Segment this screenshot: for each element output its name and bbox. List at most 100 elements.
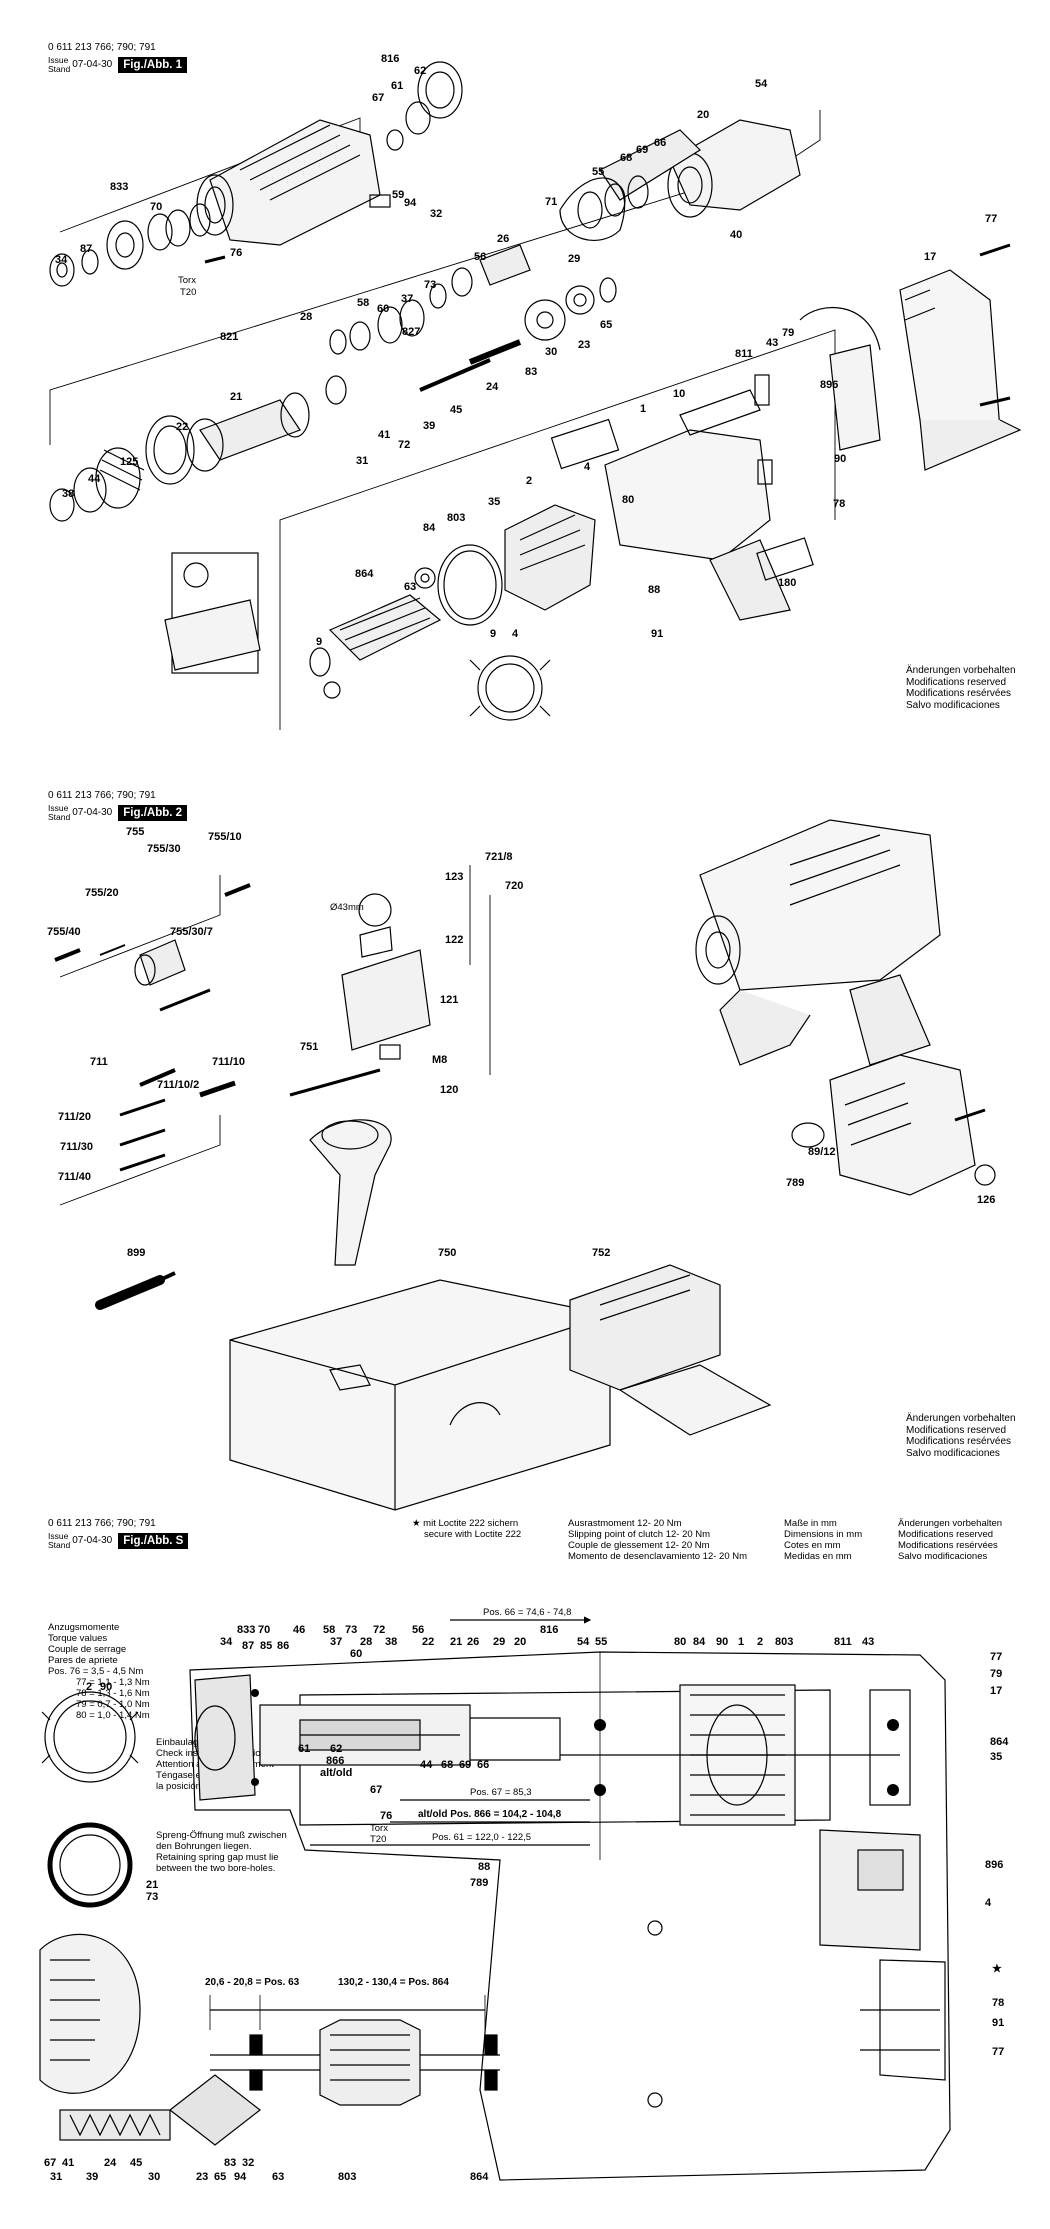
part-label: 10 bbox=[673, 388, 685, 400]
part-label: 28 bbox=[300, 311, 312, 323]
callout: 34 bbox=[220, 1636, 233, 1648]
callout: 76 bbox=[380, 1810, 392, 1822]
part-label: 755/10 bbox=[208, 831, 242, 843]
part-label: 67 bbox=[372, 92, 384, 104]
part-label: Ø43mm bbox=[330, 902, 364, 913]
spring-note: Spreng-Öffnung muß zwischen den Bohrunge… bbox=[156, 1830, 287, 1874]
callout: 80 bbox=[674, 1636, 686, 1648]
issue-date: 07-04-30 bbox=[72, 59, 113, 70]
part-label: 126 bbox=[977, 1194, 995, 1206]
part-label: 61 bbox=[391, 80, 403, 92]
callout: 816 bbox=[540, 1624, 558, 1636]
callout: 60 bbox=[350, 1648, 362, 1660]
part-label: 38 bbox=[62, 488, 74, 500]
part-label: 87 bbox=[80, 243, 92, 255]
callout: 84 bbox=[693, 1636, 706, 1648]
clutch-note: Ausrastmoment 12- 20 Nm Slipping point o… bbox=[568, 1518, 748, 1562]
part-label: 39 bbox=[423, 420, 435, 432]
part-label: 755/30/7 bbox=[170, 926, 213, 938]
part-label: 77 bbox=[985, 213, 997, 225]
part-label: 1 bbox=[640, 403, 646, 415]
callout: 803 bbox=[338, 2171, 356, 2183]
dimension-pos866: alt/old Pos. 866 = 104,2 - 104,8 bbox=[418, 1809, 562, 1820]
dimension-pos66: Pos. 66 = 74,6 - 74,8 bbox=[483, 1607, 571, 1618]
issue-date: 07-04-30 bbox=[72, 1535, 113, 1546]
part-label: 750 bbox=[438, 1247, 456, 1259]
part-label: 59 bbox=[392, 189, 404, 201]
dimensions-note: Maße in mm Dimensions in mm Cotes en mm … bbox=[784, 1518, 863, 1562]
part-label: 711/20 bbox=[58, 1111, 91, 1123]
callout: 77 bbox=[992, 2046, 1004, 2058]
callout: 68 bbox=[441, 1759, 453, 1771]
callout: T20 bbox=[370, 1834, 386, 1845]
part-label: 23 bbox=[578, 339, 590, 351]
callout: 45 bbox=[130, 2157, 142, 2169]
callout: 90 bbox=[100, 1681, 112, 1693]
part-label: Torx bbox=[178, 275, 196, 286]
part-label: 84 bbox=[423, 522, 436, 534]
callout: 46 bbox=[293, 1624, 305, 1636]
part-label: 125 bbox=[120, 456, 138, 468]
part-label: 9 bbox=[490, 628, 496, 640]
part-label: 122 bbox=[445, 934, 463, 946]
callout: alt/old bbox=[320, 1767, 352, 1779]
part-label: 720 bbox=[505, 880, 523, 892]
callout: 67 bbox=[44, 2157, 56, 2169]
model-code: 0 611 213 766; 790; 791 bbox=[48, 790, 156, 801]
part-label: 62 bbox=[414, 65, 426, 77]
part-label: 80 bbox=[622, 494, 634, 506]
part-label: 79 bbox=[782, 327, 794, 339]
modifications-note: Änderungen vorbehalten Modifications res… bbox=[898, 1518, 1003, 1562]
callout: 2 bbox=[86, 1681, 92, 1693]
callout: 23 bbox=[196, 2171, 208, 2183]
callout: 58 bbox=[323, 1624, 335, 1636]
part-label: 32 bbox=[430, 208, 442, 220]
part-label: 827 bbox=[402, 326, 420, 338]
part-label: 58 bbox=[357, 297, 369, 309]
callout: 73 bbox=[345, 1624, 357, 1636]
callout: 26 bbox=[467, 1636, 479, 1648]
part-label: 17 bbox=[924, 251, 936, 263]
callout: 39 bbox=[86, 2171, 98, 2183]
part-label: 711 bbox=[90, 1056, 108, 1068]
callout: 90 bbox=[716, 1636, 728, 1648]
part-label: 751 bbox=[300, 1041, 318, 1053]
callout: 94 bbox=[234, 2171, 247, 2183]
callout: 63 bbox=[272, 2171, 284, 2183]
callout: 62 bbox=[330, 1743, 342, 1755]
part-label: 45 bbox=[450, 404, 462, 416]
callout: 41 bbox=[62, 2157, 74, 2169]
part-label: 811 bbox=[735, 348, 753, 360]
callout: ★ bbox=[992, 1963, 1002, 1975]
callout: 28 bbox=[360, 1636, 372, 1648]
part-label: 816 bbox=[381, 53, 399, 65]
part-label: 752 bbox=[592, 1247, 610, 1259]
figure-2-label: Fig./Abb. 2 bbox=[118, 805, 188, 821]
model-code: 0 611 213 766; 790; 791 bbox=[48, 1518, 156, 1529]
part-label: T20 bbox=[180, 287, 196, 298]
part-label: 803 bbox=[447, 512, 465, 524]
callout: 2 bbox=[757, 1636, 763, 1648]
part-label: 180 bbox=[778, 577, 796, 589]
callout: 61 bbox=[298, 1743, 310, 1755]
callout: 31 bbox=[50, 2171, 62, 2183]
part-label: 755 bbox=[126, 826, 144, 838]
modifications-note: Änderungen vorbehalten Modifications res… bbox=[906, 1413, 1016, 1459]
callout: 43 bbox=[862, 1636, 874, 1648]
callout: 79 bbox=[990, 1668, 1002, 1680]
callout: 22 bbox=[422, 1636, 434, 1648]
part-label: 66 bbox=[654, 137, 666, 149]
part-label: 76 bbox=[230, 247, 242, 259]
dimension-pos61: Pos. 61 = 122,0 - 122,5 bbox=[432, 1832, 531, 1843]
part-label: 20 bbox=[697, 109, 709, 121]
part-label: 35 bbox=[488, 496, 500, 508]
callout: 69 bbox=[459, 1759, 471, 1771]
torque-values: Anzugsmomente Torque values Couple de se… bbox=[48, 1622, 150, 1721]
part-label: 43 bbox=[766, 337, 778, 349]
